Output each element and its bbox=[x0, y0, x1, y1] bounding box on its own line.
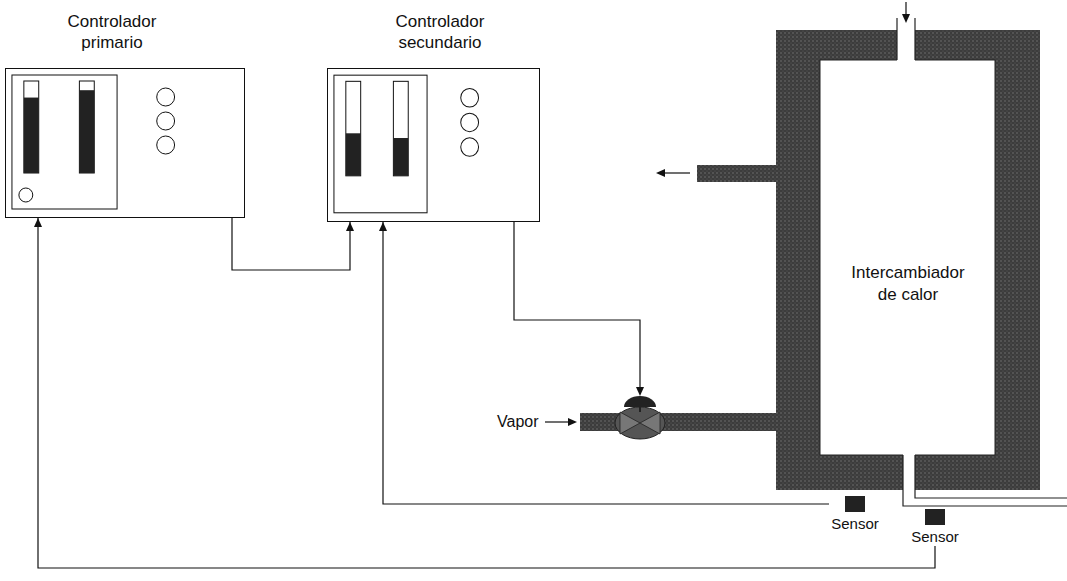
exchanger-jacket bbox=[776, 30, 1040, 490]
steam-arrow bbox=[545, 421, 569, 422]
indicator-panel bbox=[12, 75, 117, 209]
outlet-tube bbox=[915, 455, 1067, 498]
bar-fill bbox=[79, 90, 94, 173]
indicator-panel bbox=[334, 75, 427, 213]
sensor-symbol bbox=[925, 509, 945, 525]
valve-signal-arrowhead bbox=[636, 387, 644, 396]
inlet-arrowhead bbox=[902, 14, 910, 23]
sensor-label: Sensor bbox=[829, 515, 881, 533]
signal-wire bbox=[232, 218, 350, 270]
sensor-label: Sensor bbox=[909, 528, 961, 546]
control-knob bbox=[157, 112, 175, 130]
jacket-outlet-arrowhead bbox=[656, 169, 665, 177]
jacket-outlet-pipe bbox=[697, 165, 777, 182]
signal-wire bbox=[38, 218, 935, 568]
bar-fill bbox=[346, 133, 361, 176]
signal-line bbox=[34, 218, 935, 568]
control-knob bbox=[157, 88, 175, 106]
arrowhead bbox=[346, 222, 354, 231]
signal-wire bbox=[383, 222, 829, 504]
jacket-outlet-arrow bbox=[664, 172, 690, 173]
arrowhead bbox=[379, 222, 387, 231]
control-knob bbox=[461, 113, 479, 131]
controller-title: Controlador primario bbox=[47, 11, 177, 54]
controller-box bbox=[327, 68, 540, 222]
valve-body bbox=[620, 412, 660, 434]
outlet-gap bbox=[903, 454, 915, 491]
steam-arrowhead bbox=[568, 418, 577, 426]
controller: Controlador primario bbox=[5, 5, 245, 218]
bar-gauge bbox=[24, 81, 39, 173]
bar-fill bbox=[24, 98, 39, 173]
indicator-lamp bbox=[19, 188, 33, 202]
arrowhead bbox=[34, 218, 42, 227]
bar-fill bbox=[393, 138, 408, 176]
control-knob bbox=[461, 138, 479, 156]
controller-box bbox=[5, 68, 245, 218]
valve-signal-line bbox=[514, 222, 640, 389]
control-knob bbox=[461, 89, 479, 107]
inlet-gap bbox=[897, 28, 915, 61]
inlet-wall bbox=[914, 18, 915, 60]
controller-title: Controlador secundario bbox=[375, 11, 505, 54]
sensor: Sensor bbox=[829, 496, 881, 533]
valve-actuator bbox=[624, 396, 656, 407]
exchanger-label: Intercambiador de calor bbox=[842, 262, 974, 306]
sensor: Sensor bbox=[909, 509, 961, 546]
heat-exchanger: Intercambiador de calor bbox=[776, 30, 1040, 490]
outlet-tube bbox=[903, 455, 1067, 506]
bar-gauge bbox=[79, 81, 94, 173]
exchanger-inner bbox=[820, 60, 995, 455]
controller: Controlador secundario bbox=[327, 5, 540, 222]
signal-line bbox=[232, 218, 354, 270]
bar-gauge bbox=[346, 81, 361, 175]
inlet-wall bbox=[896, 18, 897, 60]
bar-gauge bbox=[393, 81, 408, 175]
signal-line bbox=[379, 222, 829, 504]
controller-panel bbox=[328, 69, 539, 221]
sensor-symbol bbox=[845, 496, 865, 512]
steam-label: Vapor bbox=[497, 412, 539, 431]
steam-pipe bbox=[580, 413, 777, 431]
control-knob bbox=[157, 136, 175, 154]
controller-panel bbox=[6, 69, 244, 217]
